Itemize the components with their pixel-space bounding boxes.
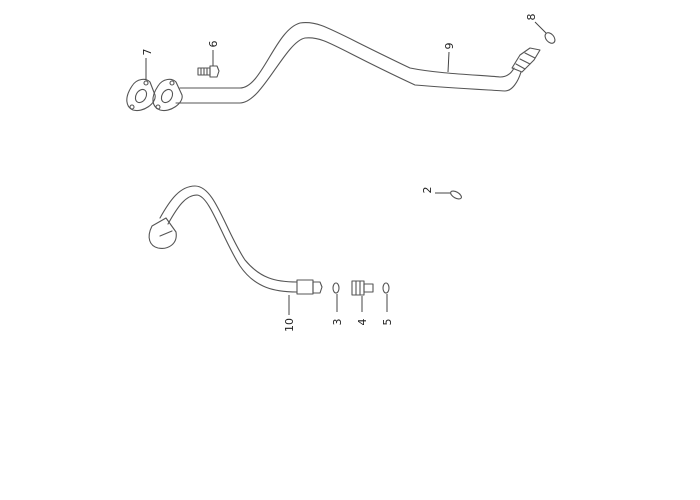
callout-5: 5 <box>381 319 394 326</box>
washer-2 <box>450 190 462 200</box>
callout-9: 9 <box>443 43 456 50</box>
leader-lines <box>145 21 547 315</box>
gasket-7 <box>126 78 156 112</box>
pipe-flange <box>152 78 183 112</box>
callout-3: 3 <box>331 319 344 326</box>
washer-8 <box>544 32 556 44</box>
bolt-6 <box>197 65 220 78</box>
callout-8: 8 <box>525 14 538 21</box>
oil-return-pipe-9 <box>175 21 541 104</box>
washer-3 <box>332 282 340 294</box>
washer-5 <box>382 282 390 294</box>
callout-6: 6 <box>207 41 220 48</box>
callout-10: 10 <box>283 318 296 332</box>
oil-feed-pipe-10 <box>148 185 323 295</box>
union-bolt-4 <box>351 280 374 296</box>
callout-2: 2 <box>421 187 434 194</box>
callout-7: 7 <box>141 49 154 56</box>
callout-4: 4 <box>356 319 369 326</box>
